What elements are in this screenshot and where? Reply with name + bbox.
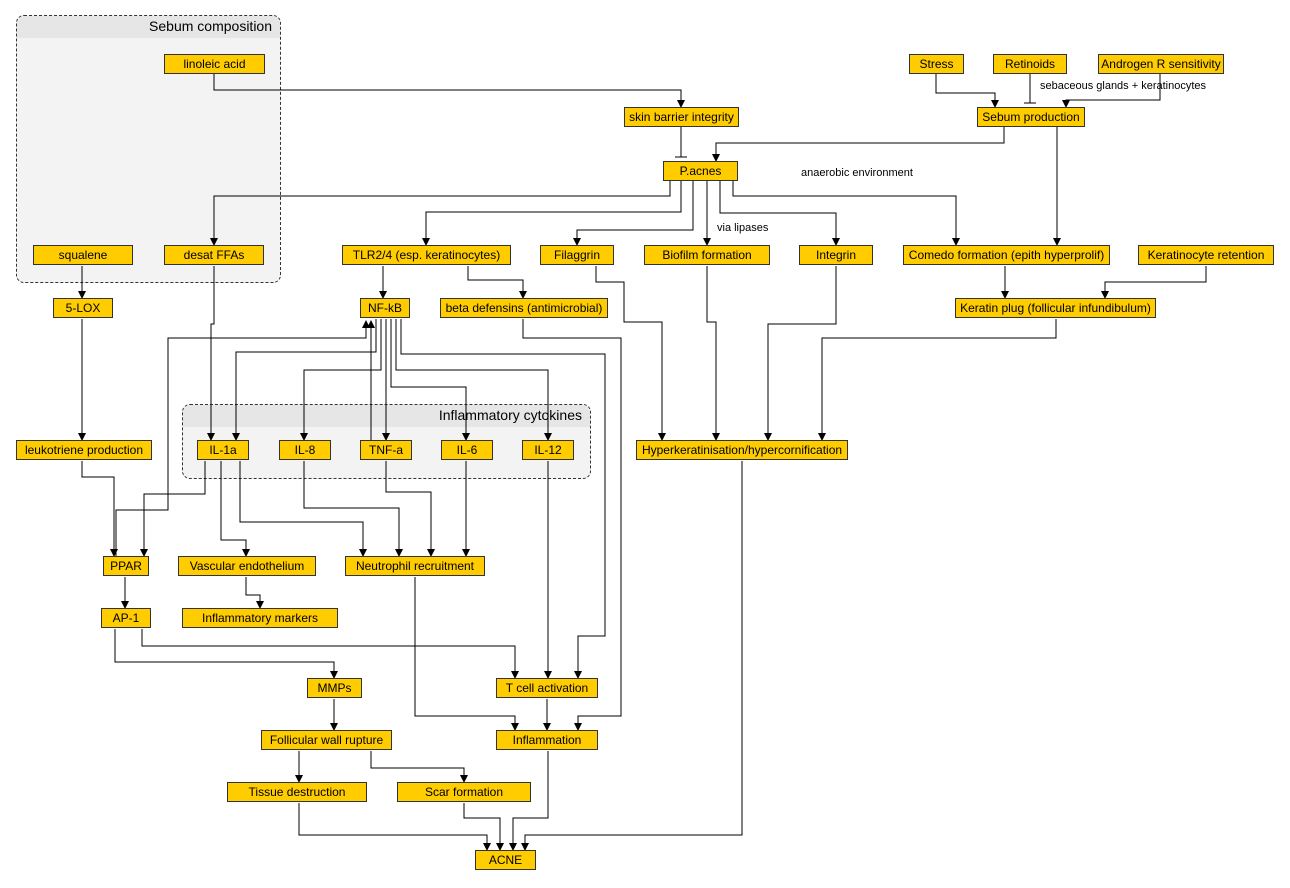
node-filaggrin[interactable]: Filaggrin [540, 245, 614, 265]
edge-hyperker-acne [521, 461, 743, 851]
edge-desat-il1a [207, 266, 215, 441]
label-anaerobic-environment: anaerobic environment [801, 167, 913, 179]
node-t-cell-activation[interactable]: T cell activation [496, 678, 598, 698]
edge-pacnes-tlr [422, 181, 682, 246]
node-pacnes[interactable]: P.acnes [663, 161, 738, 181]
node-comedo-formation[interactable]: Comedo formation (epith hyperprolif) [903, 245, 1110, 265]
node-tlr24[interactable]: TLR2/4 (esp. keratinocytes) [342, 245, 511, 265]
edge-inflammation-acne [509, 751, 549, 851]
edge-retention-plug [1101, 266, 1207, 299]
node-vascular-endothelium[interactable]: Vascular endothelium [178, 556, 316, 576]
node-sebum-production[interactable]: Sebum production [977, 107, 1085, 127]
edge-nfkb-il12 [395, 319, 552, 441]
edge-beta-inflammation [522, 319, 622, 731]
node-il-12[interactable]: IL-12 [522, 440, 574, 460]
node-inflammation[interactable]: Inflammation [496, 730, 598, 750]
edge-androgen-sebum [1062, 74, 1161, 108]
edge-ap1-tcell [141, 629, 519, 679]
node-acne[interactable]: ACNE [475, 850, 536, 870]
node-biofilm-formation[interactable]: Biofilm formation [644, 245, 770, 265]
node-androgen-r-sensitivity[interactable]: Androgen R sensitivity [1098, 54, 1224, 74]
node-follicular-wall-rupture[interactable]: Follicular wall rupture [261, 730, 392, 750]
node-il-1a[interactable]: IL-1a [197, 440, 249, 460]
node-beta-defensins[interactable]: beta defensins (antimicrobial) [440, 298, 608, 318]
node-il-6[interactable]: IL-6 [441, 440, 493, 460]
node-inflammatory-markers[interactable]: Inflammatory markers [182, 608, 338, 628]
edge-integrin-hyperker [764, 266, 837, 441]
node-linoleic-acid[interactable]: linoleic acid [164, 54, 265, 74]
node-il-8[interactable]: IL-8 [279, 440, 331, 460]
node-tissue-destruction[interactable]: Tissue destruction [227, 782, 367, 802]
node-neutrophil-recruitment[interactable]: Neutrophil recruitment [345, 556, 485, 576]
group-title-cytokines: Inflammatory cytokines [438, 407, 582, 423]
node-keratin-plug[interactable]: Keratin plug (follicular infundibulum) [955, 298, 1156, 318]
edge-plug-hyperker [818, 319, 1057, 441]
node-skin-barrier-integrity[interactable]: skin barrier integrity [624, 107, 739, 127]
edge-pacnes-comedo [732, 181, 960, 246]
node-ppar[interactable]: PPAR [103, 556, 149, 576]
node-mmps[interactable]: MMPs [307, 678, 362, 698]
node-squalene[interactable]: squalene [33, 245, 133, 265]
edge-il8-neutro [303, 461, 403, 557]
edge-pacnes-filaggrin [573, 181, 694, 246]
edge-nfkb-il6 [390, 319, 470, 441]
node-hyperkeratinisation[interactable]: Hyperkeratinisation/hypercornification [636, 440, 848, 460]
node-integrin[interactable]: Integrin [799, 245, 873, 265]
group-title-sebum: Sebum composition [149, 18, 272, 34]
edge-nfkb-il1a [232, 319, 377, 441]
edge-il1a-ppar [140, 461, 206, 557]
edge-neutro-inflammation [414, 577, 519, 731]
edge-stress-sebum [935, 74, 999, 108]
edge-il1a-neutro [239, 461, 367, 557]
edge-il1a-vasc [220, 461, 250, 557]
edge-biofilm-hyperker [706, 266, 720, 441]
edge-tlr-beta [467, 266, 527, 299]
edge-sebum-pacnes [712, 127, 1005, 162]
node-5-lox[interactable]: 5-LOX [53, 298, 113, 318]
edge-leuko-ppar [81, 461, 118, 557]
node-leukotriene-production[interactable]: leukotriene production [16, 440, 152, 460]
edge-tissue-acne [298, 803, 491, 851]
node-nf-kb[interactable]: NF-kB [360, 298, 410, 318]
node-stress[interactable]: Stress [909, 54, 964, 74]
edge-tnfa-neutro [385, 461, 435, 557]
node-retinoids[interactable]: Retinoids [993, 54, 1067, 74]
node-ap-1[interactable]: AP-1 [101, 608, 151, 628]
edge-ap1-mmps [114, 629, 338, 679]
edge-linoleic-skin-barrier [213, 74, 685, 108]
edge-vasc-markers [245, 577, 264, 609]
edge-filaggrin-hyperker [595, 266, 666, 441]
edge-pacnes-integrin [719, 181, 840, 246]
group-title-band [17, 16, 280, 38]
label-via-lipases: via lipases [717, 222, 769, 234]
label-sebaceous-glands: sebaceous glands + keratinocytes [1040, 80, 1207, 92]
edge-nfkb-tcell [400, 319, 606, 679]
node-desat-ffas[interactable]: desat FFAs [164, 245, 264, 265]
node-scar-formation[interactable]: Scar formation [397, 782, 531, 802]
edge-pacnes-desat [210, 181, 671, 246]
edge-scar-acne [463, 803, 504, 851]
edge-nfkb-il8 [300, 319, 382, 441]
node-tnf-a[interactable]: TNF-a [360, 440, 412, 460]
edge-follicular-scar [370, 751, 468, 783]
edge-ppar-nfkb [115, 320, 370, 556]
node-keratinocyte-retention[interactable]: Keratinocyte retention [1138, 245, 1274, 265]
